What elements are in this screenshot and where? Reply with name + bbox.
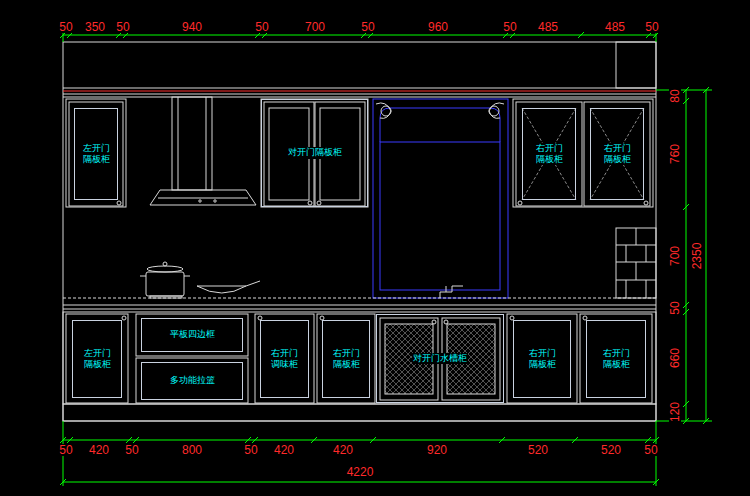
dimension-number: 350 [84,21,106,33]
dimension-tick [683,98,689,104]
dimension-tick [311,437,317,443]
dimension-number: 485 [604,21,626,33]
cabinet-panel: 左开门 隔板柜 [72,320,122,398]
cabinet-label: 多功能拉篮 [169,375,216,386]
dimension-tick [653,437,659,443]
dimension-number: 50 [254,21,269,33]
dimension-tick [683,204,689,210]
dimension-number: 420 [273,444,295,456]
cabinet-label: 右开门 隔板柜 [601,143,634,166]
dimension-tick [683,401,689,407]
dimension-number: 50 [644,21,659,33]
dimension-number: 50 [243,444,258,456]
cabinet-panel: 多功能拉篮 [141,362,243,400]
dimension-tick [683,418,689,424]
cabinet-label: 平板四边框 [169,329,216,340]
cabinet-label: 对开门水槽柜 [412,353,468,364]
dimension-tick [572,437,578,443]
dimension-number: 4220 [346,466,375,478]
cabinet-label: 左开门 隔板柜 [81,348,114,371]
cabinet-panel: 右开门 隔板柜 [322,320,370,398]
dimension-tick [245,437,251,443]
dimension-tick [653,479,659,485]
dimension-tick [578,32,584,38]
dimension-number: 660 [669,347,681,369]
cabinet-panel: 右开门 隔板柜 [586,320,646,398]
dimension-tick [645,437,651,443]
dimension-number: 960 [427,21,449,33]
dimension-tick [499,437,505,443]
dimension-number: 50 [360,21,375,33]
cabinet-panel: 右开门 调味柜 [260,320,309,398]
cabinet-label: 右开门 隔板柜 [533,143,566,166]
dimension-number: 940 [181,21,203,33]
dimension-tick [60,437,66,443]
cabinet-panel: 对开门水槽柜 [376,314,504,403]
dimension-number: 50 [115,21,130,33]
dimension-tick [133,437,139,443]
dimension-number: 920 [426,444,448,456]
dimension-number: 50 [124,444,139,456]
dimension-number: 420 [88,444,110,456]
cabinet-panel: 右开门 隔板柜 [522,108,576,200]
cabinet-panel: 左开门 隔板柜 [74,108,118,200]
dimension-tick [67,437,73,443]
dimension-number: 120 [669,401,681,423]
dimension-tick [683,302,689,308]
cabinet-label: 右开门 隔板柜 [330,348,363,371]
dimension-tick [703,418,709,424]
cabinet-panel: 平板四边框 [141,318,243,352]
dimension-tick [60,479,66,485]
cabinet-panel: 对开门隔板柜 [261,99,368,207]
cabinet-label: 右开门 隔板柜 [600,348,633,371]
dimension-number: 50 [58,21,73,33]
dimension-tick [683,309,689,315]
dimension-number: 800 [181,444,203,456]
cabinet-label: 右开门 调味柜 [268,348,301,371]
cabinet-label: 对开门隔板柜 [287,147,343,158]
dimension-number: 50 [643,444,658,456]
dimension-number: 80 [669,88,681,103]
dimension-number: 50 [58,444,73,456]
cabinet-panel: 右开门 隔板柜 [590,108,644,200]
dimension-tick [370,437,376,443]
dimension-number: 50 [502,21,517,33]
dimension-number: 760 [669,143,681,165]
cabinet-panel: 右开门 隔板柜 [513,320,571,398]
dimension-number: 700 [304,21,326,33]
dimension-number: 520 [527,444,549,456]
dimension-tick [683,87,689,93]
dimension-number: 520 [600,444,622,456]
dimension-number: 2350 [691,242,703,271]
dimension-number: 700 [669,245,681,267]
dimension-tick [703,87,709,93]
dimension-number: 50 [669,300,681,315]
cabinet-label: 左开门 隔板柜 [80,143,113,166]
dimension-number: 485 [537,21,559,33]
dimension-tick [126,437,132,443]
dimension-tick [252,437,258,443]
cabinet-label: 右开门 隔板柜 [526,348,559,371]
dimension-number: 420 [332,444,354,456]
